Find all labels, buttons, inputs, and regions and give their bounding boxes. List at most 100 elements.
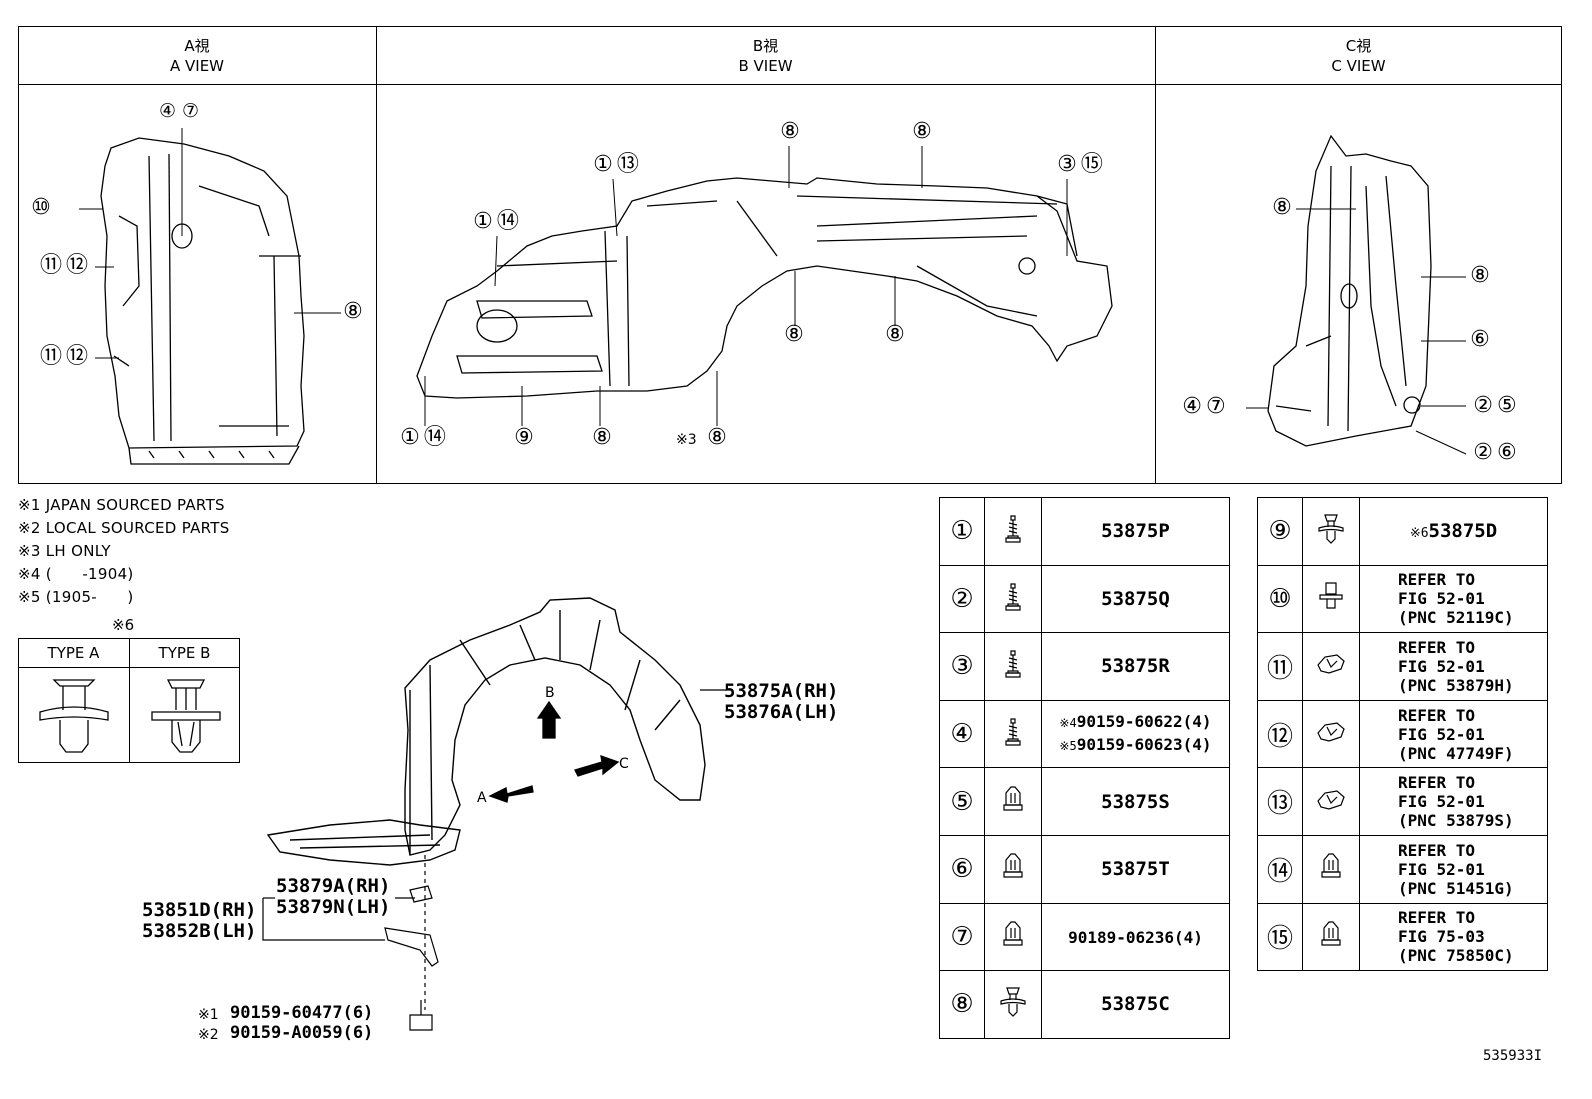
part-pnc-line: ※490159-60622(4) (1042, 711, 1229, 734)
part-reference-line: FIG 52-01 (1398, 589, 1485, 609)
b-callout-1-13: ①⑬ (593, 152, 643, 177)
retainer-icon (1317, 790, 1345, 810)
liner-rh-label: 53875A(RH) (724, 680, 839, 702)
part-icon-cell (1302, 564, 1360, 634)
screw-icon (1005, 650, 1021, 679)
b-callout-8-bottom: ⑧ (592, 425, 612, 450)
part-number: ⑪ (1266, 653, 1293, 684)
part-reference-line: (PNC 53879H) (1398, 675, 1514, 695)
part-number: ⑤ (950, 786, 974, 817)
part-icon-cell (984, 632, 1042, 701)
part-pnc-mark: ※5 (1059, 739, 1077, 754)
a-view-drawing (79, 128, 341, 465)
part-number: ⑩ (1268, 583, 1292, 614)
note-4: ※4 ( -1904) (18, 565, 134, 583)
bolt-2-mark: ※2 (198, 1027, 219, 1043)
part-reference-line: REFER TO (1398, 840, 1476, 860)
part-row: ⑨ ※653875D (1257, 497, 1548, 566)
part-pnc-cell: 53875S (1041, 767, 1230, 836)
part-reference-line: REFER TO (1398, 570, 1476, 590)
part-icon-cell (984, 834, 1042, 904)
nut-icon (1321, 921, 1341, 946)
part-number-cell: ① (939, 497, 985, 566)
part-number-cell: ⑮ (1257, 902, 1303, 972)
part-pnc-cell: ※653875D (1359, 497, 1548, 566)
part-pnc-mark: ※4 (1059, 716, 1077, 731)
nut-icon (1003, 786, 1023, 811)
b-callout-8-mid-2: ⑧ (885, 322, 905, 347)
bracket-leader-lines (262, 897, 415, 941)
b-callout-8-top-1: ⑧ (780, 119, 800, 144)
part-reference-line: FIG 52-01 (1398, 792, 1485, 812)
part-reference-line: FIG 75-03 (1398, 927, 1485, 947)
nut-icon (1003, 921, 1023, 946)
part-pnc: 53875P (1101, 520, 1170, 543)
clip-rh-label: 53879A(RH) (276, 875, 391, 897)
part-number-cell: ⑪ (1257, 632, 1303, 701)
b-callout-9: ⑨ (514, 425, 534, 450)
part-number: ③ (950, 651, 974, 682)
type-a-label: TYPE A (47, 644, 100, 662)
c-view-header: C視 C VIEW (1155, 36, 1562, 76)
part-icon-cell (984, 970, 1042, 1039)
main-exploded-drawing (266, 597, 730, 1031)
c-callout-2-6: ②⑥ (1473, 440, 1521, 465)
part-reference-line: (PNC 51451G) (1398, 878, 1514, 898)
part-reference-line: REFER TO (1398, 637, 1476, 657)
b-callout-1-14-bottom: ①⑭ (400, 425, 450, 450)
b-callout-3-15: ③⑮ (1057, 152, 1107, 177)
part-reference-line: FIG 52-01 (1398, 859, 1485, 879)
c-callout-8-top: ⑧ (1272, 195, 1292, 220)
part-reference-line: (PNC 75850C) (1398, 946, 1514, 966)
part-number: ⑮ (1266, 924, 1293, 955)
a-callout-11-12-top: ⑪⑫ (39, 253, 92, 278)
a-callout-8: ⑧ (343, 299, 363, 324)
nut-icon (1321, 853, 1341, 878)
part-reference-line: FIG 52-01 (1398, 724, 1485, 744)
a-view-title-en: A VIEW (169, 57, 225, 75)
type-table-mark: ※6 (112, 616, 135, 634)
part-number-cell: ⑬ (1257, 767, 1303, 836)
note-1: ※1 JAPAN SOURCED PARTS (18, 496, 225, 514)
part-pnc-cell: 53875P (1041, 497, 1230, 566)
part-icon-cell (984, 902, 1042, 972)
type-b-label: TYPE B (158, 644, 211, 662)
part-number-cell: ⑦ (939, 902, 985, 972)
part-pnc-cell: 53875T (1041, 834, 1230, 904)
clip-icon (1000, 987, 1026, 1018)
arrow-c-label: C (619, 756, 629, 772)
clip-lh-label: 53879N(LH) (276, 896, 391, 918)
nut-icon (1003, 853, 1023, 878)
arrow-b-label: B (545, 685, 555, 701)
note-5: ※5 (1905- ) (18, 588, 134, 606)
part-number-cell: ④ (939, 699, 985, 769)
part-pnc: 53875T (1101, 858, 1170, 881)
screw-icon (1005, 718, 1021, 746)
liner-lh-label: 53876A(LH) (724, 701, 839, 723)
part-number: ⑬ (1266, 789, 1293, 820)
part-pnc: 53875R (1101, 655, 1170, 678)
b-view-drawing (416, 146, 1113, 426)
part-number: ⑥ (950, 854, 974, 885)
part-pnc-cell: 53875R (1041, 632, 1230, 701)
c-callout-2-5: ②⑤ (1473, 393, 1521, 418)
part-icon-cell (1302, 767, 1360, 836)
c-callout-8-right: ⑧ (1470, 263, 1490, 288)
a-callout-11-12-bottom: ⑪⑫ (39, 344, 92, 369)
part-number-cell: ⑫ (1257, 699, 1303, 769)
part-number: ⑭ (1266, 856, 1293, 887)
part-reference-line: REFER TO (1398, 705, 1476, 725)
bracket-lh-label: 53852B(LH) (142, 920, 257, 942)
part-pnc: 90159-60622(4) (1076, 712, 1212, 732)
part-number: ⑧ (950, 989, 974, 1020)
view-divider-1 (376, 26, 377, 484)
bolt-1-label: 90159-60477(6) (230, 1003, 374, 1023)
part-number: ⑨ (1268, 516, 1292, 547)
